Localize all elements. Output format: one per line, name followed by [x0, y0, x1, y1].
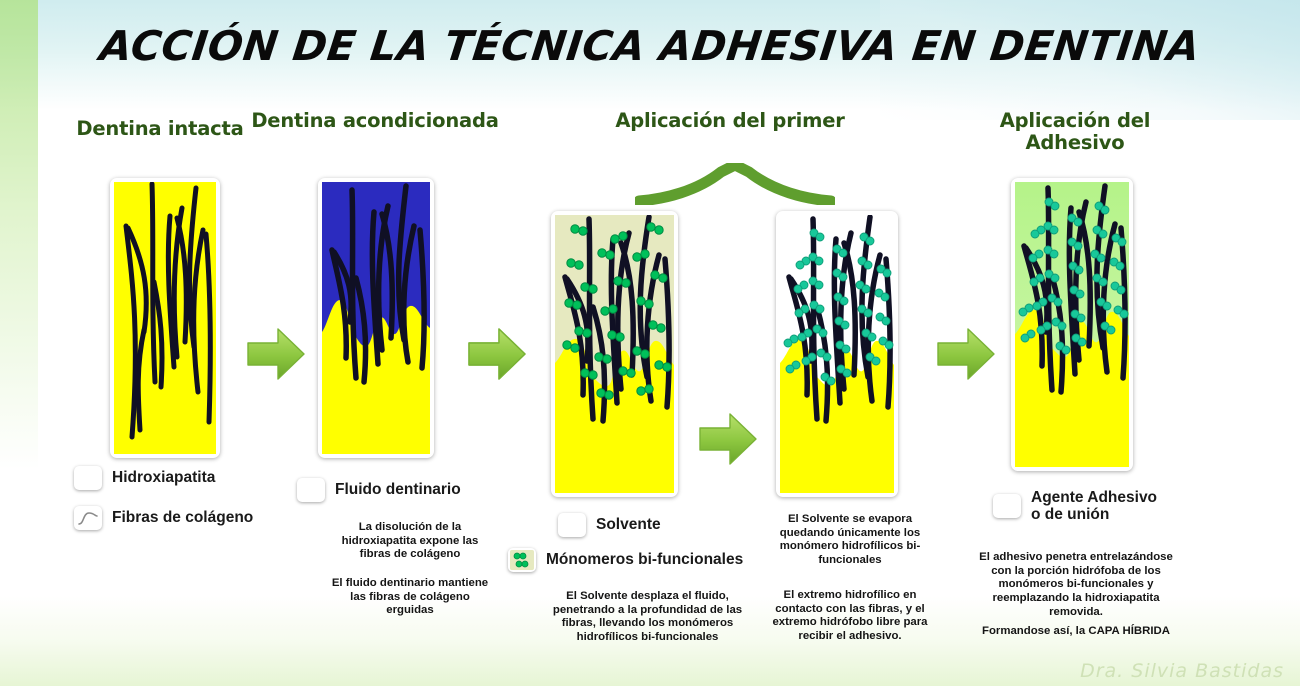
- flow-arrow-4-icon: [935, 325, 997, 383]
- legend-fibras-colageno: Fibras de colágeno: [74, 506, 253, 530]
- author-signature: Dra. Silvia Bastidas: [1080, 660, 1284, 682]
- diagram-aplicacion-primer: [555, 215, 674, 493]
- legend-monomeros-bifuncionales: Mónomeros bi-funcionales: [508, 548, 743, 572]
- legend-fluido-dentinario: Fluido dentinario: [297, 478, 461, 502]
- legend-agente-adhesivo: Agente Adhesivo o de unión: [993, 489, 1157, 524]
- diagram-dentina-acondicionada: [322, 182, 430, 454]
- panel-dentina-acondicionada: [318, 178, 434, 458]
- legend-label-hidroxiapatita: Hidroxiapatita: [112, 469, 216, 487]
- panel-evaporacion-solvente: [776, 211, 898, 497]
- background-wash-left: [0, 0, 38, 470]
- diagram-dentina-intacta: [114, 182, 216, 454]
- flow-arrow-2-icon: [466, 325, 528, 383]
- column-header-aplicacion-primer: Aplicación del primer: [615, 109, 845, 132]
- diagram-aplicacion-adhesivo: [1015, 182, 1129, 467]
- column-header-dentina-acondicionada: Dentina acondicionada: [251, 109, 499, 132]
- flow-arrow-1-icon: [245, 325, 307, 383]
- caption-aplicacion-adhesivo-2: Formandose así, la CAPA HÍBRIDA: [982, 625, 1170, 637]
- swatch-hidroxiapatita: [74, 466, 102, 490]
- caption-evaporacion-solvente-2: El extremo hidrofílico en contacto con l…: [772, 589, 928, 643]
- flow-arrow-3-icon: [697, 410, 759, 468]
- monomer-chains-group: [783, 228, 894, 386]
- legend-label-monomeros-bifuncionales: Mónomeros bi-funcionales: [546, 551, 744, 569]
- monomer-dots-group: [562, 222, 672, 400]
- caption-dentina-acondicionada-1: La disolución de la hidroxiapatita expon…: [341, 521, 479, 561]
- legend-label-agente-adhesivo: Agente Adhesivo o de unión: [1031, 489, 1158, 524]
- background-wash-top-right: [880, 0, 1300, 120]
- swatch-fluido-dentinario: [297, 478, 325, 502]
- background-wash-bottom: [0, 596, 1300, 686]
- legend-label-fibras-colageno: Fibras de colágeno: [112, 509, 254, 527]
- swatch-solvente: [558, 513, 586, 537]
- legend-solvente: Solvente: [558, 513, 661, 537]
- caption-evaporacion-solvente-1: El Solvente se evapora quedando únicamen…: [779, 513, 921, 567]
- caption-aplicacion-primer-1: El Solvente desplaza el fluido, penetran…: [552, 590, 743, 644]
- legend-label-fluido-dentinario: Fluido dentinario: [335, 481, 461, 499]
- column-header-aplicacion-adhesivo: Aplicación del Adhesivo: [999, 109, 1151, 154]
- panel-dentina-intacta: [110, 178, 220, 458]
- panel-aplicacion-primer: [551, 211, 678, 497]
- panel-aplicacion-adhesivo: [1011, 178, 1133, 471]
- swatch-monomeros-bifuncionales: [508, 548, 536, 572]
- swatch-agente-adhesivo: [993, 494, 1021, 519]
- legend-hidroxiapatita: Hidroxiapatita: [74, 466, 215, 490]
- column-header-dentina-intacta: Dentina intacta: [76, 117, 244, 140]
- caption-dentina-acondicionada-2: El fluido dentinario mantiene las fibras…: [331, 577, 489, 617]
- page-title: ACCIÓN DE LA TÉCNICA ADHESIVA EN DENTINA: [97, 22, 1203, 70]
- primer-bracket-icon: [635, 163, 835, 205]
- legend-label-solvente: Solvente: [596, 516, 661, 534]
- caption-aplicacion-adhesivo-1: El adhesivo penetra entrelazándose con l…: [979, 551, 1173, 618]
- monomer-chains-group: [1018, 197, 1129, 355]
- swatch-fibras-colageno: [74, 506, 102, 530]
- diagram-evaporacion-solvente: [780, 215, 894, 493]
